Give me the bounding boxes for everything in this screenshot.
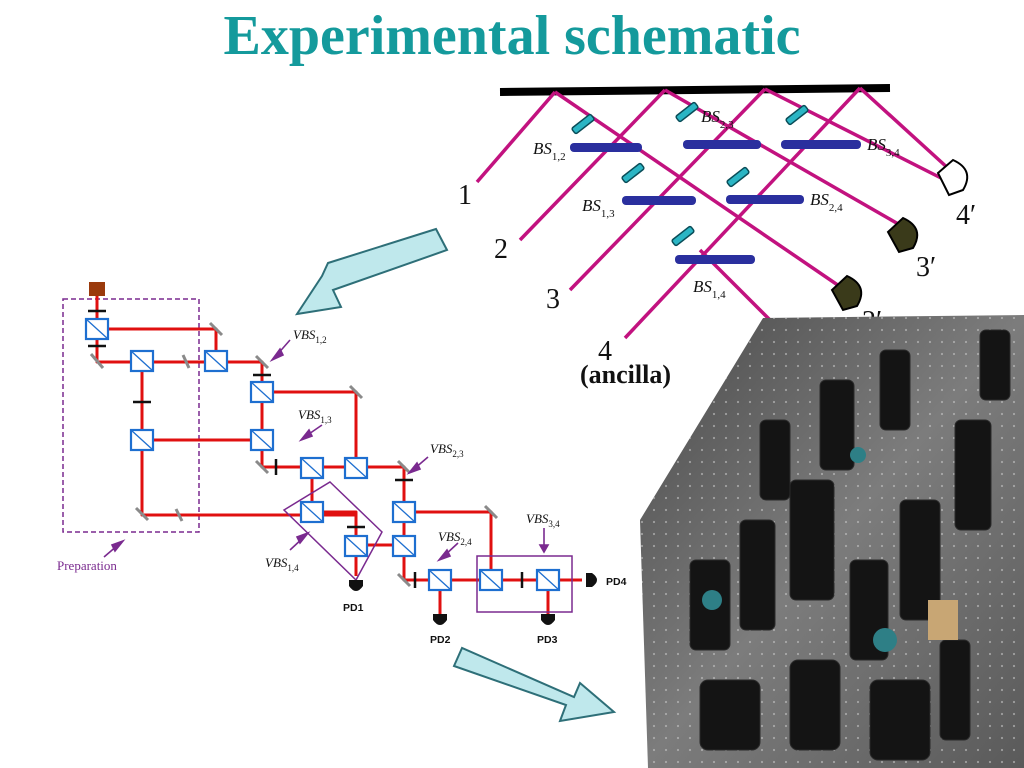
beam-splitter-network: 1 2 3 4 4′ 3′ 2′ BS1,2 BS2,3 BS3,4 BS1,3…: [458, 84, 976, 367]
ancilla-label: (ancilla): [580, 360, 671, 389]
lab-photo-card: [928, 600, 958, 640]
pd3-label: PD3: [537, 634, 558, 646]
phase-plates: [571, 101, 809, 247]
vbs-3-4-box: [476, 555, 573, 613]
arrow-to-setup-icon: [294, 227, 449, 316]
network-beams: [475, 86, 952, 340]
vbs-1-4-label: VBS1,4: [265, 555, 299, 573]
pd3-detector-icon: [541, 614, 555, 625]
vbs-1-2-label: VBS1,2: [293, 327, 327, 345]
vbs-pointer-arrows: [103, 339, 550, 562]
bs-1-2-label: BS1,2: [533, 139, 566, 163]
photodetectors: [349, 573, 597, 625]
input-label-3: 3: [546, 284, 560, 315]
bs-1-4-label: BS1,4: [693, 277, 726, 301]
input-label-4: 4: [598, 336, 612, 367]
output-label-4-prime: 4′: [956, 200, 976, 231]
detector-2-prime-icon: [830, 274, 863, 312]
preparation-label: Preparation: [57, 558, 117, 573]
pd1-detector-icon: [349, 580, 363, 591]
bs-2-4-bar: [726, 195, 804, 204]
input-label-1: 1: [458, 180, 472, 211]
bs-3-4-label: BS3,4: [867, 135, 900, 159]
vbs-3-4-label: VBS3,4: [526, 511, 560, 529]
bs-1-4-bar: [675, 255, 755, 264]
optical-setup-schematic: PD1 PD2 PD3 PD4 VBS1,2 VBS1,3 VBS2,3 VBS…: [57, 282, 627, 646]
bs-2-3-bar: [683, 140, 761, 149]
vbs-2-3-label: VBS2,3: [430, 441, 464, 459]
lab-photo-lenses: [702, 447, 897, 652]
pd1-label: PD1: [343, 602, 364, 614]
pd4-detector-icon: [586, 573, 597, 587]
pd2-label: PD2: [430, 634, 451, 646]
detector-3-prime-icon: [886, 216, 919, 254]
pd2-detector-icon: [433, 614, 447, 625]
bs-1-3-bar: [622, 196, 696, 205]
bs-1-2-bar: [570, 143, 642, 152]
bs-1-3-label: BS1,3: [582, 196, 615, 220]
network-detectors: [830, 158, 969, 312]
bs-3-4-bar: [781, 140, 861, 149]
detector-4-prime-icon: [936, 158, 969, 197]
mirrors: [89, 321, 499, 588]
pbs-cubes: [84, 317, 561, 592]
vbs-1-4-box: [282, 481, 383, 582]
beam-splitter-bars: [570, 140, 861, 264]
bs-2-4-label: BS2,4: [810, 190, 843, 214]
arrow-to-photo-icon: [452, 646, 617, 723]
pbs-cube-diagonals: [85, 318, 560, 591]
laser-source-icon: [89, 282, 105, 296]
vbs-1-3-label: VBS1,3: [298, 407, 332, 425]
preparation-box: [62, 298, 200, 533]
lab-photo: [640, 315, 1024, 768]
bs-2-3-label: BS2,3: [701, 107, 734, 131]
wave-plates: [88, 309, 524, 588]
slide-title: Experimental schematic: [223, 5, 801, 67]
laser-beam-path: [95, 296, 582, 614]
input-label-2: 2: [494, 234, 508, 265]
vbs-2-4-label: VBS2,4: [438, 529, 472, 547]
network-top-bar: [499, 84, 891, 96]
output-label-3-prime: 3′: [916, 252, 936, 283]
pd4-label: PD4: [606, 576, 627, 588]
